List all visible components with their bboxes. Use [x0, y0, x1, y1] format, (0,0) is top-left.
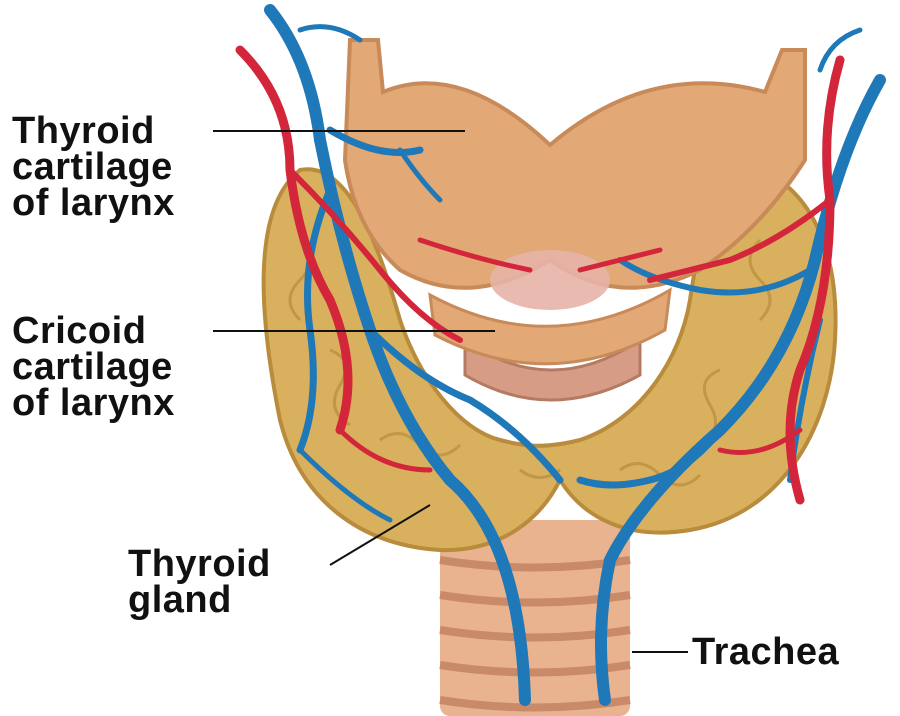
- label-cricoid-cartilage-line3: of larynx: [12, 385, 175, 421]
- label-thyroid-cartilage: Thyroid cartilage of larynx: [12, 113, 175, 221]
- label-cricoid-cartilage-line2: cartilage: [12, 349, 175, 385]
- label-cricoid-cartilage-line1: Cricoid: [12, 313, 175, 349]
- label-thyroid-gland-line1: Thyroid: [128, 546, 271, 582]
- label-cricoid-cartilage: Cricoid cartilage of larynx: [12, 313, 175, 421]
- label-thyroid-cartilage-line2: cartilage: [12, 149, 175, 185]
- label-trachea: Trachea: [692, 634, 839, 670]
- label-thyroid-gland-line2: gland: [128, 582, 271, 618]
- label-thyroid-gland: Thyroid gland: [128, 546, 271, 618]
- label-trachea-text: Trachea: [692, 634, 839, 670]
- label-thyroid-cartilage-line3: of larynx: [12, 185, 175, 221]
- label-thyroid-cartilage-line1: Thyroid: [12, 113, 175, 149]
